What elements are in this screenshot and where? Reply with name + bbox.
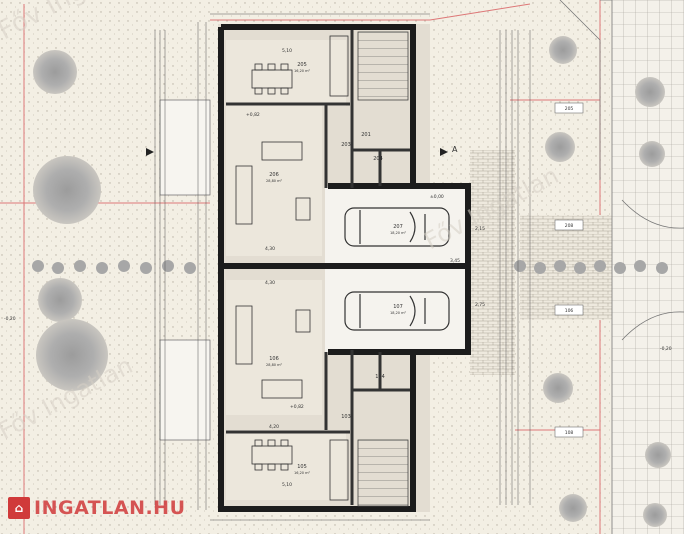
room-number: 206 [269,172,279,178]
dining-table-icon [251,63,293,95]
stairs-top [357,31,409,101]
level-label: -0,20 [4,316,16,322]
room-105 [226,430,346,500]
level-label: +0,82 [246,112,260,118]
hedge-row [32,260,668,274]
tree [635,77,665,107]
tree [549,36,577,64]
room-number: 201 [361,132,371,138]
dim-label: 3,45 [450,258,460,264]
section-arrow-icon [146,148,154,156]
room-number: 107 [393,304,403,310]
dim-label: 5,10 [282,48,292,54]
tree [643,503,667,527]
entrance-paving [470,150,515,375]
room-number: 205 [297,62,307,68]
terrace-top [159,99,211,196]
tree [543,373,573,403]
dim-label: 4,20 [269,424,279,430]
level-label: -0,20 [660,346,672,352]
dim-label: 4,30 [265,246,275,252]
sofa-icon [235,305,311,399]
tree [33,50,77,94]
section-mark-label: A [452,145,458,154]
ingatlan-logo: ⌂ INGATLAN.HU [8,496,186,520]
legend-tables: 205 208 106 108 [554,102,584,438]
dining-table-icon [251,439,293,471]
legend-value: 106 [565,308,574,314]
room-number: 207 [393,224,403,230]
kitchen-counter [329,439,349,501]
tree [38,278,82,322]
room-106 [226,280,322,415]
trees [33,36,671,527]
house-icon: ⌂ [8,497,30,519]
interior-walls [226,30,410,505]
kitchen-counter [329,35,349,97]
tree [645,442,671,468]
room-number: 106 [269,356,279,362]
room-area: 28,80 m² [266,363,283,367]
level-label: +0,82 [290,404,304,410]
dim-label: 2,15 [475,226,485,232]
room-labels: 205 16,20 m² 206 28,80 m² 201 203 204 20… [266,62,407,475]
building [218,24,471,512]
stairs-bottom [357,439,409,507]
room-206 [226,106,322,256]
dim-label: 2,75 [475,302,485,308]
room-area: 16,20 m² [294,69,311,73]
dimension-lines [154,13,531,521]
tree [639,141,665,167]
terrace-bottom [159,339,211,441]
level-label: ±0,00 [430,194,444,200]
tree [36,319,108,391]
room-number: 203 [341,142,351,148]
room-number: 105 [297,464,307,470]
room-number: 204 [373,156,383,162]
car-icon [344,291,450,331]
legend-value: 208 [565,223,574,229]
room-area: 16,20 m² [294,471,311,475]
dim-label: 5,10 [282,482,292,488]
tree [545,132,575,162]
logo-text: INGATLAN.HU [34,497,186,519]
legend-value: 108 [565,430,574,436]
property-lines [0,0,601,534]
room-number: 104 [375,374,385,380]
dimension-labels: 5,10 4,30 4,30 4,20 5,10 3,45 2,15 2,75 … [4,48,672,488]
room-205 [226,40,346,106]
tree [559,494,587,522]
room-area: 18,20 m² [390,231,407,235]
room-number: 103 [341,414,351,420]
tree [33,156,101,224]
exterior-walls [218,24,471,512]
legend-value: 205 [565,106,574,112]
sofa-icon [235,141,311,225]
room-area: 18,20 m² [390,311,407,315]
car-icon [344,207,450,247]
room-area: 28,80 m² [266,179,283,183]
street-edge [559,0,684,534]
dim-label: 4,30 [265,280,275,286]
section-arrow-icon [440,148,448,156]
